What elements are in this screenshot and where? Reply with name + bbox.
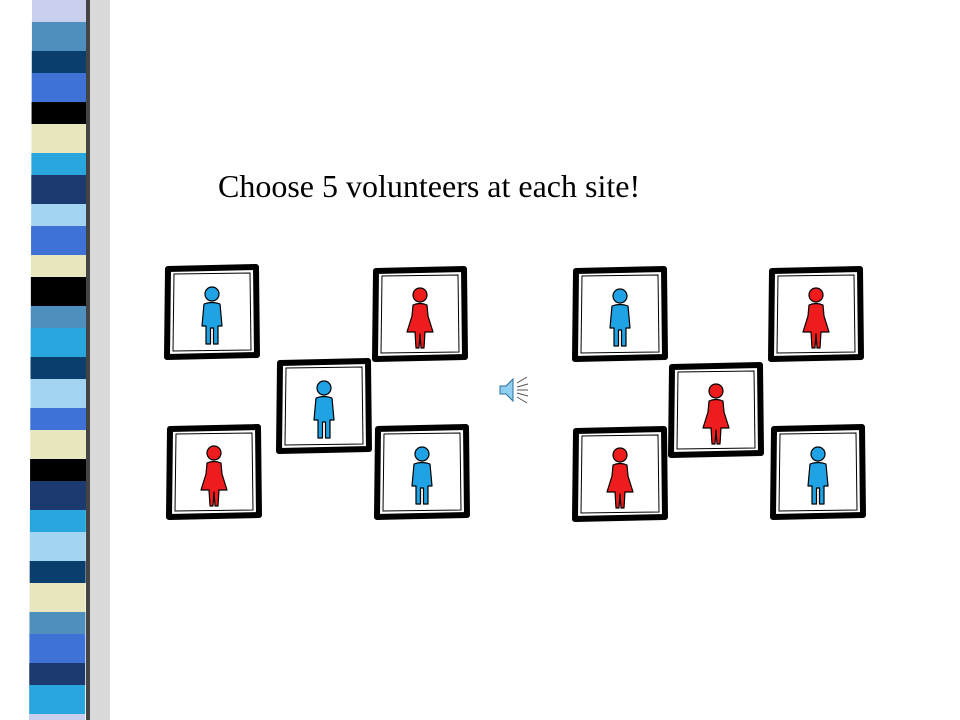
female-figure-icon — [572, 426, 668, 522]
site-1-volunteer-card[interactable] — [372, 266, 468, 362]
male-figure-icon — [572, 266, 668, 362]
male-figure-icon — [770, 424, 866, 520]
male-figure-icon — [374, 424, 470, 520]
decorative-stripe-bar — [29, 0, 110, 720]
female-figure-icon — [668, 362, 764, 458]
male-figure-icon — [164, 264, 260, 360]
female-figure-icon — [166, 424, 262, 520]
site-1-volunteer-card[interactable] — [276, 358, 372, 454]
site-2-volunteer-card[interactable] — [572, 266, 668, 362]
female-figure-icon — [372, 266, 468, 362]
site-2-volunteer-card[interactable] — [768, 266, 864, 362]
site-1-volunteer-card[interactable] — [374, 424, 470, 520]
female-figure-icon — [768, 266, 864, 362]
speaker-icon[interactable] — [496, 373, 530, 407]
site-2-volunteer-card[interactable] — [572, 426, 668, 522]
site-2-volunteer-card[interactable] — [668, 362, 764, 458]
site-1-volunteer-card[interactable] — [164, 264, 260, 360]
male-figure-icon — [276, 358, 372, 454]
slide-title: Choose 5 volunteers at each site! — [218, 168, 641, 204]
site-2-volunteer-card[interactable] — [770, 424, 866, 520]
site-1-volunteer-card[interactable] — [166, 424, 262, 520]
